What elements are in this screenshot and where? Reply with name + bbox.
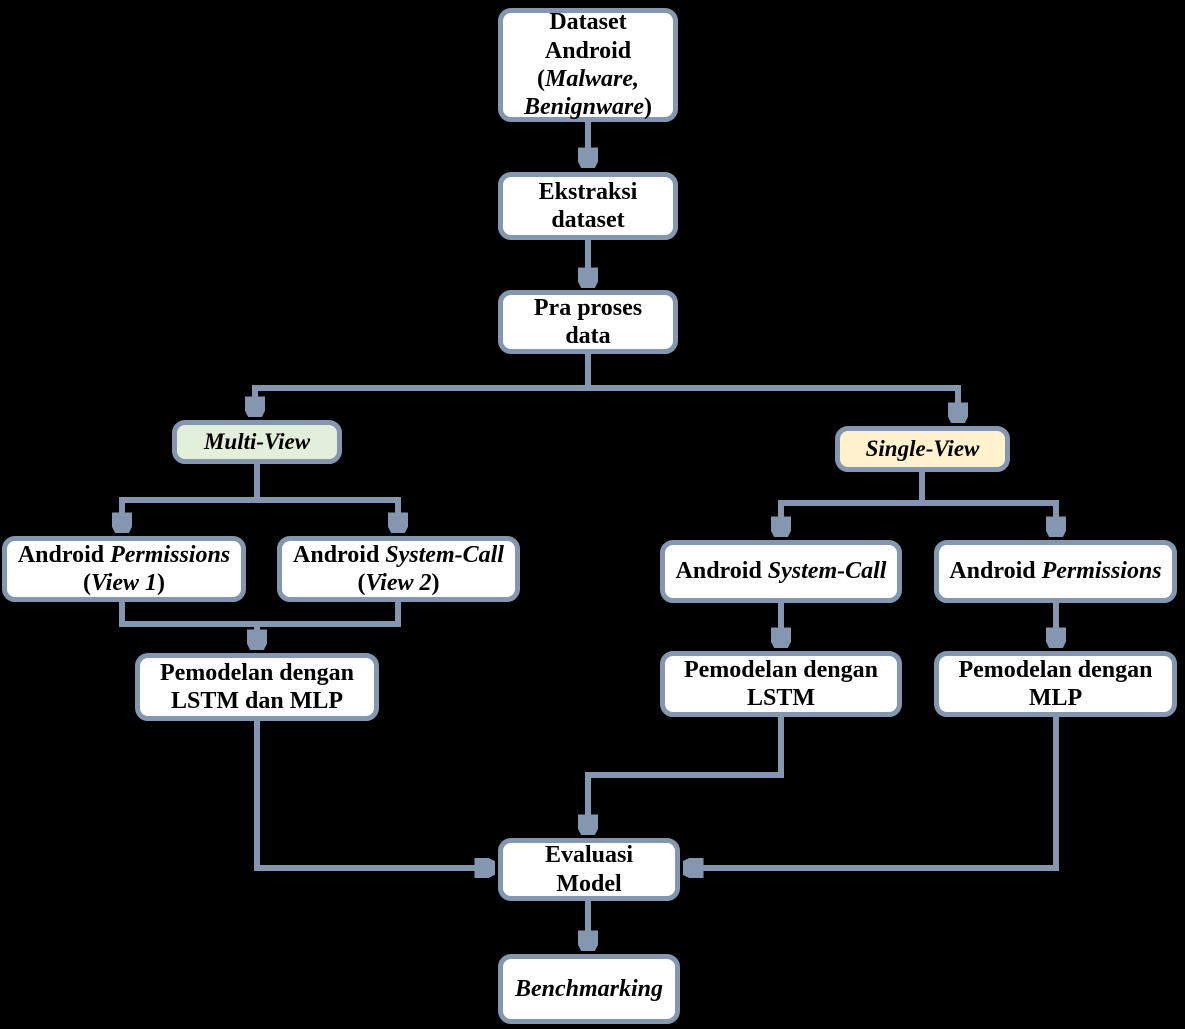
node-line: Evaluasi [544, 842, 634, 869]
node-ekstraksi-dataset: Ekstraksi dataset [498, 172, 678, 240]
connector-systemcall-view2-to-merge [257, 601, 401, 627]
connector-multiview-to-systemcall-view2 [254, 462, 398, 531]
connector-praproses-to-singleview [585, 353, 958, 421]
node-line: Android [544, 37, 632, 64]
node-pemodelan-lstm: Pemodelan dengan LSTM [660, 651, 902, 717]
node-line: Model [556, 870, 622, 897]
node-line: Benchmarking [514, 975, 664, 1002]
node-line: dataset [551, 207, 625, 233]
node-benchmarking: Benchmarking [498, 954, 680, 1024]
node-line: Pra proses [533, 294, 643, 321]
connector-singleview-to-permissions [919, 470, 1056, 535]
node-line: MLP [1028, 685, 1083, 711]
connector-pemodelan-lstm-to-evaluasi [588, 716, 784, 833]
node-pra-proses-data: Pra proses data [498, 290, 678, 354]
node-line: Android Permissions [949, 558, 1162, 585]
node-line: data [565, 323, 611, 349]
connector-singleview-to-systemcall [781, 470, 925, 535]
node-line: Ekstraksi [538, 178, 638, 205]
node-dataset-android: Dataset Android (Malware, Benignware) [498, 8, 678, 122]
node-line: Single-View [865, 436, 980, 462]
node-evaluasi-model: Evaluasi Model [498, 838, 680, 901]
node-line: Dataset [549, 9, 627, 36]
node-line: Pemodelan dengan [159, 659, 354, 686]
node-android-system-call-view2: Android System-Call (View 2) [277, 536, 520, 602]
connector-pemodelan-lstm-mlp-to-evaluasi [254, 720, 493, 868]
connector-pemodelan-mlp-to-evaluasi [685, 716, 1059, 868]
node-pemodelan-lstm-mlp: Pemodelan dengan LSTM dan MLP [135, 653, 379, 721]
node-pemodelan-mlp: Pemodelan dengan MLP [934, 651, 1177, 717]
node-android-permissions: Android Permissions [934, 540, 1177, 603]
node-line: LSTM [746, 685, 815, 711]
node-android-system-call: Android System-Call [660, 540, 902, 603]
node-multi-view: Multi-View [172, 420, 342, 464]
node-line: Android System-Call [293, 541, 504, 568]
node-line: (View 2) [357, 570, 440, 596]
connector-praproses-to-multiview [255, 353, 591, 415]
node-line: Android System-Call [675, 558, 887, 585]
node-line: Multi-View [203, 429, 311, 455]
node-line: (Malware, [536, 66, 639, 92]
node-line: Pemodelan dengan [683, 656, 878, 683]
node-single-view: Single-View [835, 426, 1010, 472]
node-line: LSTM dan MLP [170, 688, 344, 714]
node-line: Android Permissions [17, 541, 231, 568]
node-android-permissions-view1: Android Permissions (View 1) [2, 536, 246, 602]
connector-multiview-to-permissions-view1 [122, 462, 260, 531]
node-line: (View 1) [82, 570, 165, 596]
node-line: Benignware) [523, 94, 653, 121]
node-line: Pemodelan dengan [958, 656, 1153, 683]
connector-permissions-view1-to-pemodelan-lstm-mlp [119, 601, 257, 648]
